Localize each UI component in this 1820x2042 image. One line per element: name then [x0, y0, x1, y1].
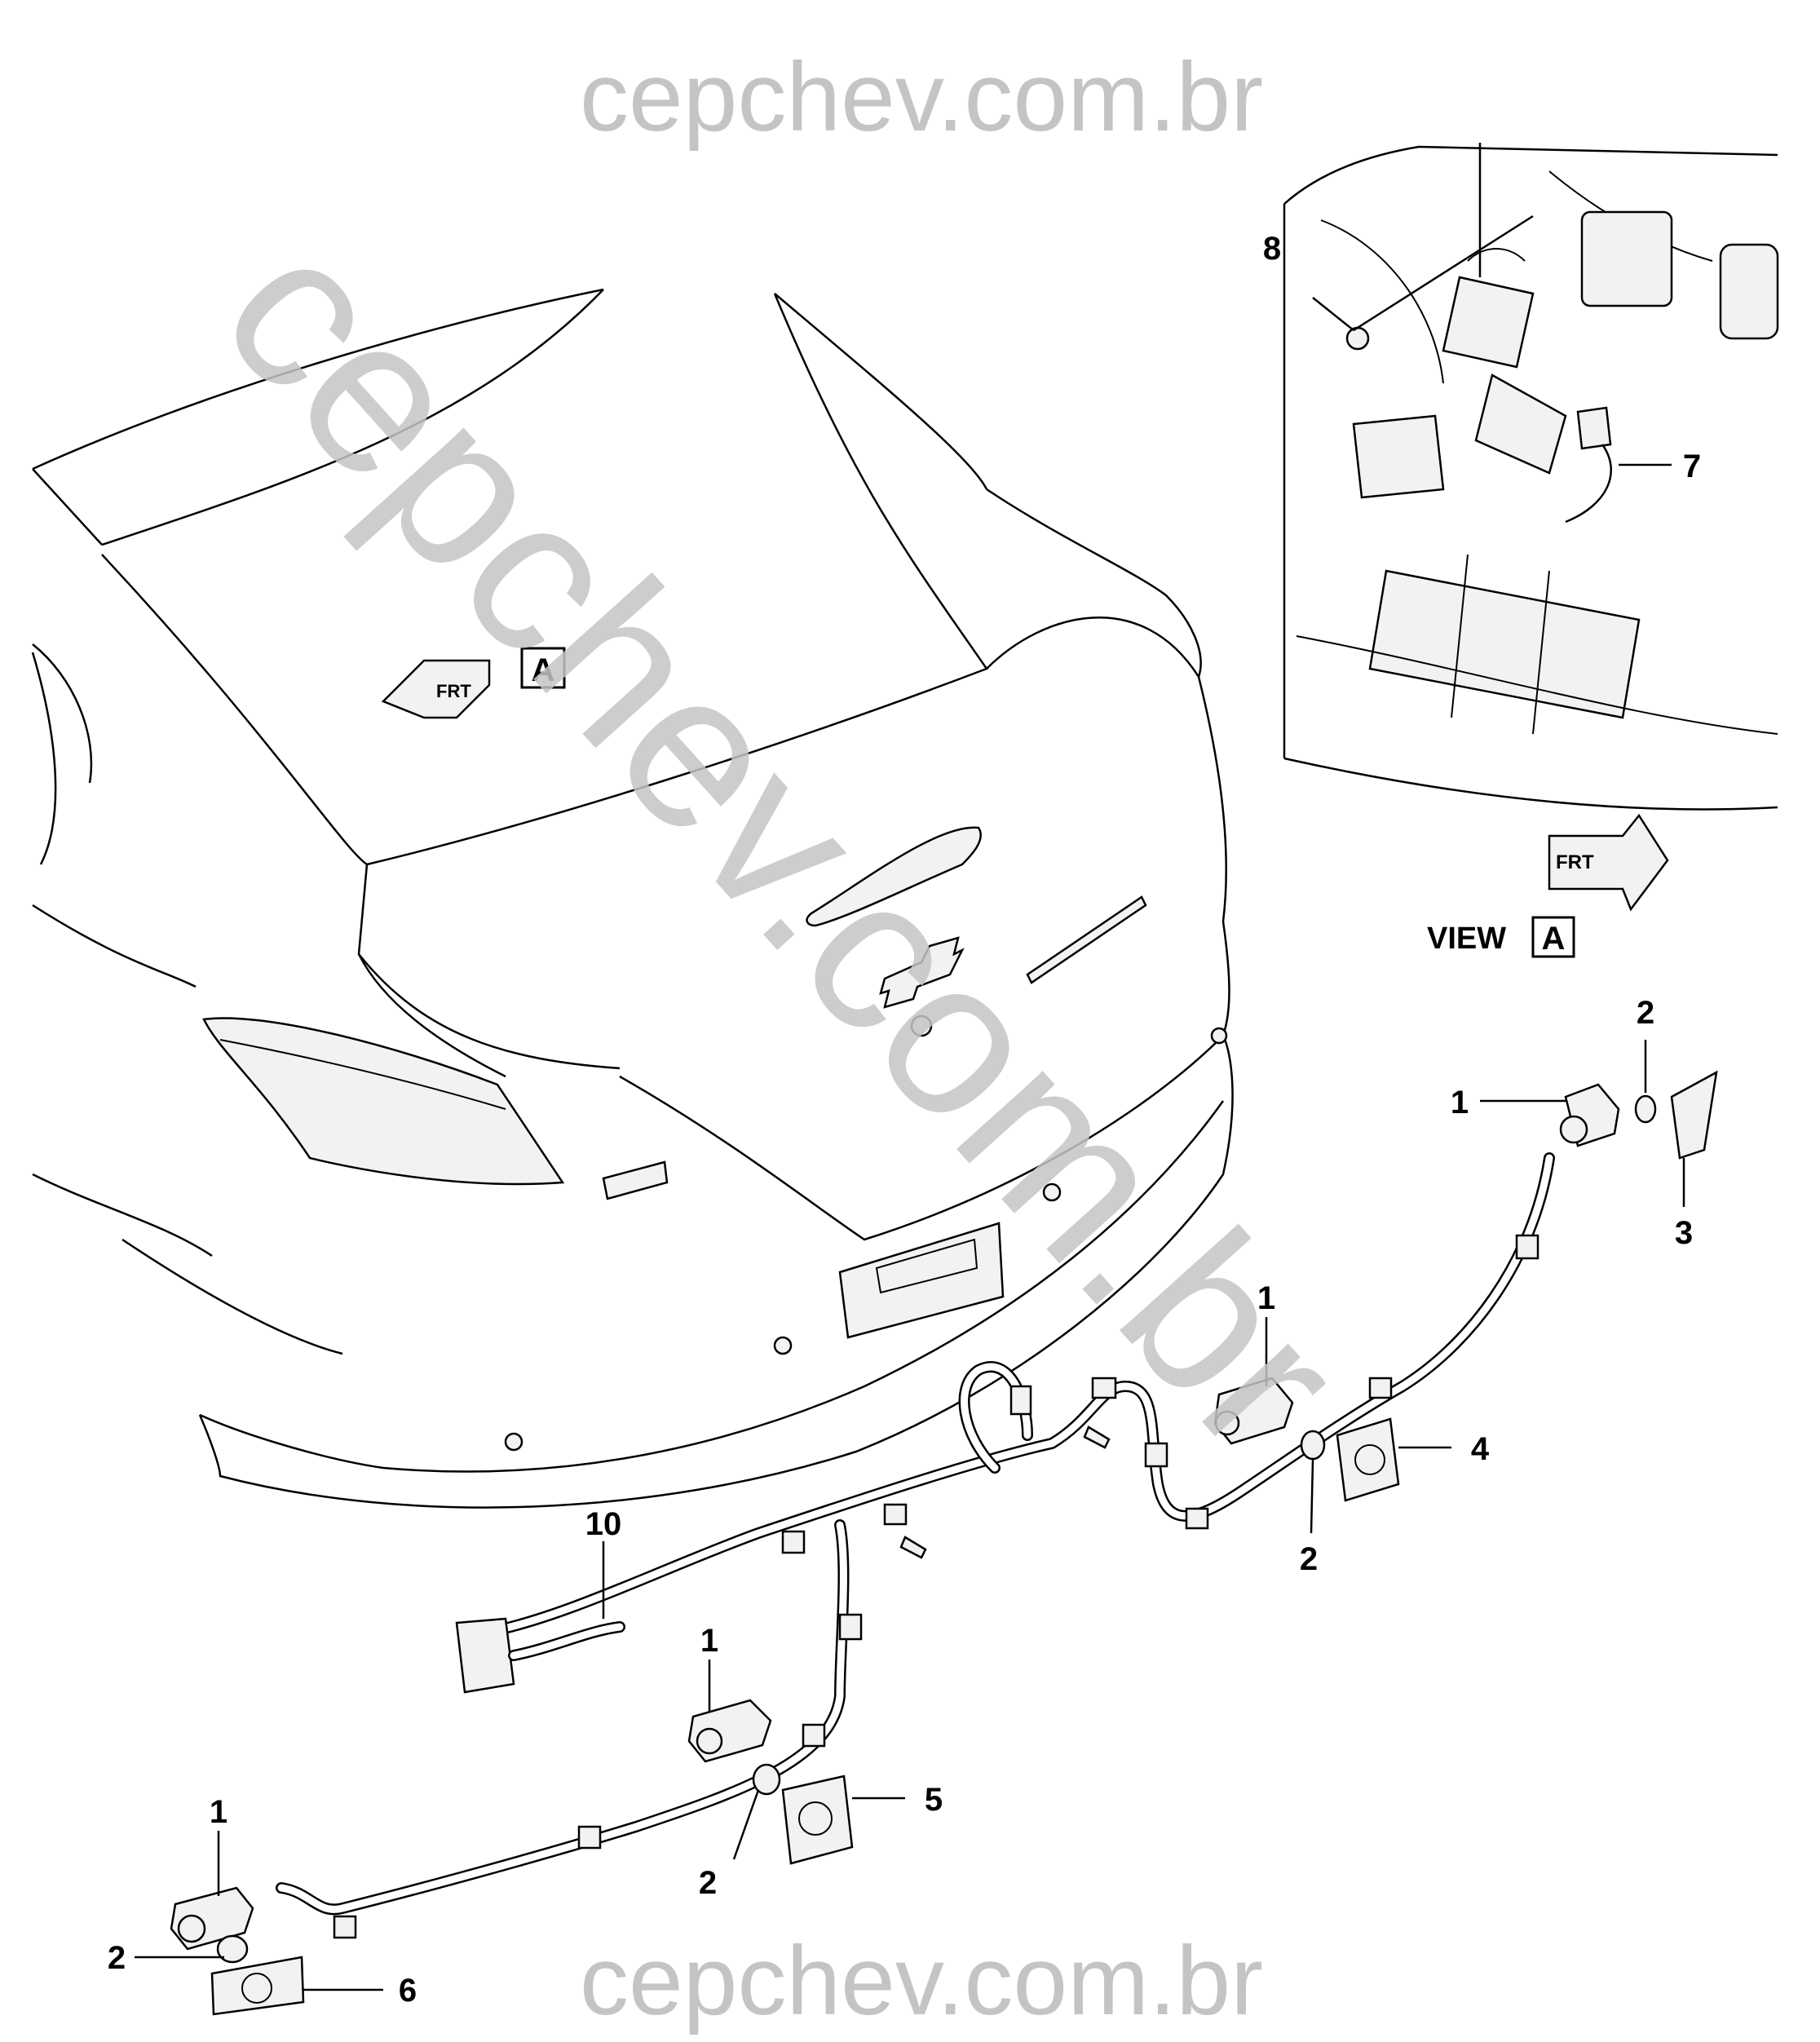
front-arrow-label-car: FRT [436, 681, 471, 701]
watermark-top: cepchev.com.br [580, 42, 1263, 152]
callout-2-mid-right: 2 [1300, 1541, 1318, 1577]
sensor-left [170, 1886, 254, 1951]
callout-1-left: 1 [210, 1794, 228, 1830]
callout-1-mid-right: 1 [1257, 1280, 1275, 1316]
callout-1-mid-left: 1 [700, 1623, 718, 1659]
callout-8: 8 [1263, 231, 1281, 267]
sensor-rear-right [1559, 1083, 1620, 1147]
callout-4: 4 [1471, 1431, 1490, 1467]
watermark-bottom: cepchev.com.br [580, 1926, 1263, 2035]
sensor-mid-right [1213, 1377, 1294, 1445]
bezel-rear-right [1670, 1070, 1718, 1160]
grommet-mid-left [752, 1763, 781, 1796]
view-a-box [1531, 916, 1575, 958]
grommet-left [216, 1934, 249, 1964]
callout-6: 6 [399, 1973, 417, 2009]
front-direction-arrow-car: FRT [381, 659, 491, 719]
view-word: VIEW [1427, 922, 1506, 956]
grommet-mid-right [1300, 1430, 1326, 1461]
sensor-mid-left [687, 1699, 772, 1763]
callout-7: 7 [1683, 449, 1701, 484]
callout-1-rear-right: 1 [1451, 1085, 1469, 1120]
grommet-rear-right [1634, 1094, 1657, 1124]
view-a-letter: A [1542, 921, 1566, 957]
callout-2-mid-left: 2 [699, 1865, 717, 1901]
bezel-mid-right [1336, 1417, 1400, 1502]
front-arrow-label-inset: FRT [1556, 851, 1594, 873]
callout-3: 3 [1675, 1215, 1693, 1251]
view-a-tag-car-letter: A [532, 652, 555, 688]
parking-assist-wiring-harness [276, 1152, 1555, 1939]
callout-10: 10 [585, 1506, 622, 1542]
vehicle-rear-outline [31, 288, 1234, 1509]
bezel-left [210, 1956, 305, 2016]
watermark-diagonal: cepchev.com.br [176, 189, 1388, 1497]
view-a-inset [1283, 143, 1779, 811]
callout-2-left: 2 [108, 1940, 126, 1976]
view-a-tag-car [520, 647, 566, 689]
callout-5: 5 [925, 1782, 943, 1818]
front-direction-arrow-inset: FRT [1548, 813, 1669, 912]
callout-2-rear-right: 2 [1637, 995, 1654, 1031]
bezel-mid-left [781, 1775, 854, 1865]
